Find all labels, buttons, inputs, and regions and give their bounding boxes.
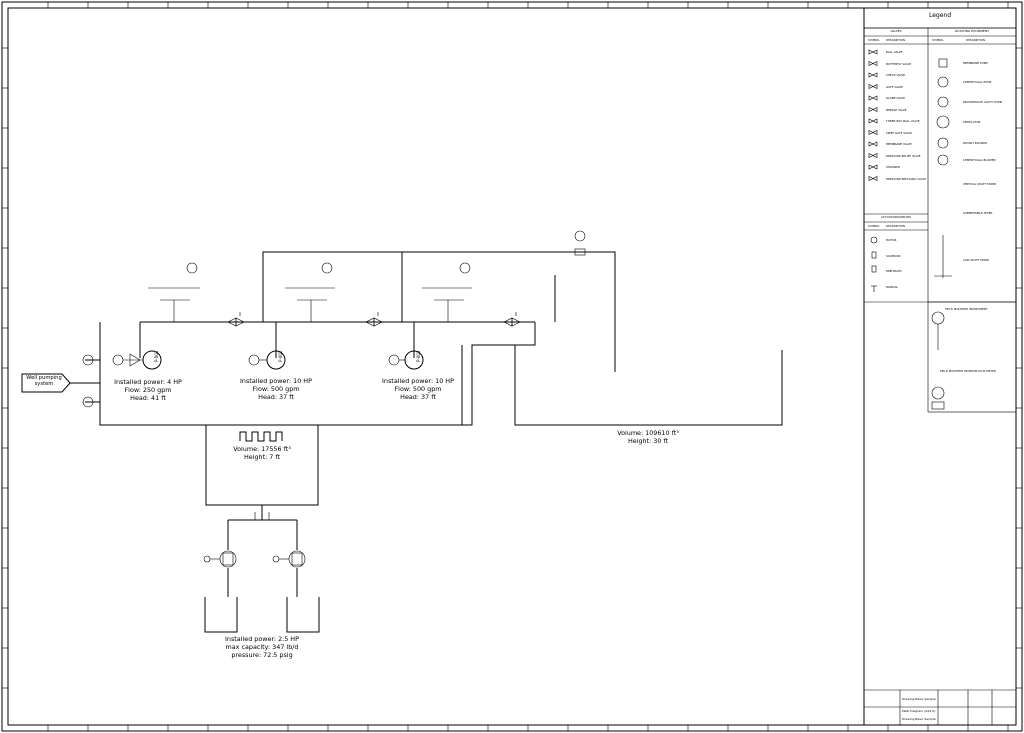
pump-flow: Flow: 250 gpm bbox=[124, 386, 172, 394]
legend-valve-5: NEEDLE VALVE bbox=[886, 107, 907, 112]
legend-rotating-8: LOW SHAFT MIXER bbox=[963, 258, 990, 262]
legend-field-mounted: FIELD MOUNTED INSTRUMENT bbox=[945, 307, 988, 311]
dosing-spec: Installed power: 2.5 HP max capacity: 34… bbox=[212, 635, 312, 659]
legend-actuator-2: PNEUMATIC bbox=[886, 269, 903, 273]
legend-rotating-0: MEMBRANE PUMP bbox=[963, 61, 988, 65]
legend-valve-0: BALL VALVE bbox=[886, 50, 903, 54]
legend-rotating-2: PROGRESSIVE CAVITY PUMP bbox=[963, 100, 1003, 104]
pump-group bbox=[112, 350, 424, 370]
pump-p002[interactable] bbox=[248, 350, 286, 370]
legend-valve-6: THREE-WAY BALL VALVE bbox=[886, 119, 920, 123]
piping bbox=[70, 251, 783, 633]
titleblock-type: P&ID Diagram (GS1.0) bbox=[902, 709, 936, 713]
pump-power: Installed power: 10 HP bbox=[382, 377, 454, 385]
pump-p003-spec: Installed power: 10 HP Flow: 500 gpm Hea… bbox=[378, 377, 458, 401]
tank1-spec: Volume: 17556 ft³ Height: 7 ft bbox=[222, 445, 302, 461]
legend-valve-7: KNIFE GATE VALVE bbox=[886, 130, 912, 135]
legend-frame bbox=[863, 7, 1017, 725]
titleblock-drawing: Drawing Basic Sample bbox=[902, 697, 936, 701]
legend-description-col-3: DESCRIPTION bbox=[886, 224, 905, 228]
legend-valve-11: PRESSURE REDUCING VALVE bbox=[886, 176, 927, 181]
legend-rotating-5: CENTRIFUGAL BLOWER bbox=[963, 158, 996, 162]
legend-description-col: DESCRIPTION bbox=[886, 38, 905, 42]
legend-valve-9: PRESSURE RELIEF VALVE bbox=[886, 153, 921, 158]
pump-head: Head: 37 ft bbox=[258, 393, 294, 401]
legend-valve-3: GATE VALVE bbox=[886, 84, 903, 89]
tank-height: Height: 30 ft bbox=[627, 437, 669, 445]
mixer-symbol bbox=[239, 431, 283, 442]
dosing-capacity: max capacity: 347 lb/d bbox=[225, 643, 299, 651]
legend-symbol-col-3: SYMBOL bbox=[868, 224, 880, 228]
pump-flow: Flow: 500 gpm bbox=[252, 385, 300, 393]
pump-tag: P-003 bbox=[416, 350, 421, 362]
well-source-label: Well pumping system bbox=[26, 375, 62, 387]
legend-valve-2: CHECK VALVE bbox=[886, 73, 906, 77]
dosing-pressure: pressure: 72.5 psig bbox=[231, 651, 293, 659]
legend-actuators-title: ACTUATORS/DRIVES bbox=[880, 215, 912, 219]
pump-p001[interactable] bbox=[112, 350, 162, 370]
pump-p001-spec: Installed power: 4 HP Flow: 250 gpm Head… bbox=[108, 378, 188, 402]
legend-valve-8: MEMBRANE VALVE bbox=[886, 142, 912, 146]
pump-p003[interactable] bbox=[388, 350, 424, 370]
tank-volume: Volume: 109610 ft³ bbox=[617, 429, 679, 437]
pump-tag: P-001 bbox=[154, 350, 159, 362]
well-source-tag bbox=[21, 373, 71, 393]
legend-actuator-1: SOLENOID bbox=[886, 253, 901, 258]
pump-head: Head: 37 ft bbox=[400, 393, 436, 401]
legend-valves-title: VALVES bbox=[890, 29, 902, 33]
pump-power: Installed power: 10 HP bbox=[240, 377, 312, 385]
tank-height: Height: 7 ft bbox=[243, 453, 281, 461]
legend-symbol-col: SYMBOL bbox=[868, 38, 880, 42]
legend-rotating-4: ROTARY BLOWER bbox=[963, 141, 987, 145]
pump-power: Installed power: 4 HP bbox=[114, 378, 182, 386]
instruments bbox=[82, 230, 586, 568]
titleblock-project: Drawing Basic Sample bbox=[902, 717, 936, 721]
legend-valve-10: STRAINER bbox=[886, 165, 900, 169]
pump-p002-spec: Installed power: 10 HP Flow: 500 gpm Hea… bbox=[236, 377, 316, 401]
pump-head: Head: 41 ft bbox=[130, 394, 166, 402]
legend-description-col-2: DESCRIPTION bbox=[966, 38, 985, 42]
legend-rotating-6: VERTICAL SHAFT MIXER bbox=[963, 182, 997, 186]
tank-volume: Volume: 17556 ft³ bbox=[233, 445, 291, 453]
legend-panel-mounted: FIELD MOUNTED MONITOR PLUS METER bbox=[940, 369, 996, 373]
legend-rotating-7: SUBMERSIBLE MIXER bbox=[963, 211, 993, 215]
legend-title: Legend bbox=[928, 12, 952, 19]
tank2-spec: Volume: 109610 ft³ Height: 30 ft bbox=[608, 429, 688, 445]
legend-rotating-3: VENTILATOR bbox=[963, 120, 981, 124]
legend-rotating-1: CENTRIFUGAL PUMP bbox=[963, 80, 992, 84]
legend-rotating-title: ROTATING EQUIPMENT bbox=[955, 29, 989, 33]
legend-symbol-col-2: SYMBOL bbox=[932, 38, 944, 42]
legend-actuator-0: MOTOR bbox=[886, 238, 897, 242]
pump-tag: P-002 bbox=[278, 350, 283, 362]
legend-actuator-3: MANUAL bbox=[886, 284, 898, 289]
legend-valve-4: GLOBE VALVE bbox=[886, 96, 905, 100]
dosing-power: Installed power: 2.5 HP bbox=[225, 635, 299, 643]
pump-flow: Flow: 500 gpm bbox=[394, 385, 442, 393]
legend-valve-1: BUTTERFLY VALVE bbox=[886, 61, 912, 66]
